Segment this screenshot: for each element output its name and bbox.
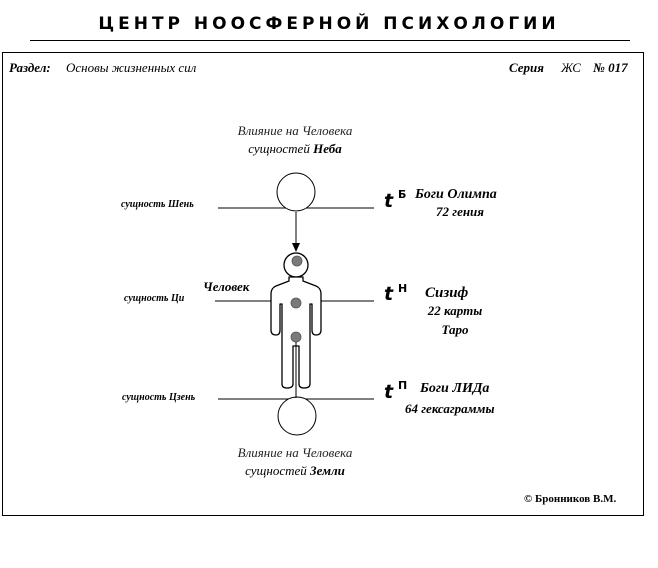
level-middle-sub2: Таро [441, 322, 469, 337]
top-caption-bold: Неба [313, 141, 342, 156]
series-value: ЖС [561, 60, 581, 75]
level-bottom-sub: 64 гексаграммы [405, 401, 495, 416]
influence-arrow-head [292, 243, 300, 252]
top-caption-prefix: сущностей [248, 141, 310, 156]
page-title: ЦЕНТР НООСФЕРНОЙ ПСИХОЛОГИИ [98, 14, 560, 34]
earth-circle [277, 396, 317, 436]
t-symbol-middle: t [384, 283, 394, 305]
bottom-caption-line2: сущностей Земли [195, 463, 395, 479]
content-frame [2, 52, 644, 516]
level-top-title: Боги Олимпа [415, 187, 497, 202]
bottom-caption-bold: Земли [310, 463, 345, 478]
person-label: Человек [203, 279, 250, 294]
section-value: Основы жизненных сил [66, 60, 197, 75]
top-caption-line1: Влияние на Человека [237, 123, 353, 138]
energy-point-abdomen [290, 331, 302, 343]
series-label: Серия [509, 60, 544, 75]
entity-label-qi: сущность Ци [124, 293, 185, 304]
t-superscript-middle: Н [398, 282, 408, 295]
t-symbol-bottom: t [384, 381, 394, 403]
copyright: © Бронников В.М. [524, 493, 617, 505]
t-symbol-top: t [384, 190, 394, 212]
entity-label-czen: сущность Цзень [122, 392, 196, 403]
entity-label-shen: сущность Шень [121, 199, 194, 210]
sheet-number: № 017 [593, 60, 628, 75]
level-bottom-title: Боги ЛИДа [420, 381, 490, 396]
section-label: Раздел: [9, 60, 51, 75]
t-superscript-top: Б [398, 188, 407, 201]
energy-point-head [291, 255, 303, 267]
energy-point-chest [290, 297, 302, 309]
top-caption-line2: сущностей Неба [195, 141, 395, 157]
t-superscript-bottom: П [398, 379, 408, 392]
level-top-sub: 72 гения [436, 204, 484, 219]
sky-circle [276, 172, 316, 212]
header-divider [30, 40, 630, 41]
bottom-caption-line1: Влияние на Человека [237, 445, 353, 460]
bottom-caption-prefix: сущностей [245, 463, 307, 478]
level-middle-sub1: 22 карты [427, 303, 483, 318]
level-middle-title: Сизиф [425, 285, 469, 301]
